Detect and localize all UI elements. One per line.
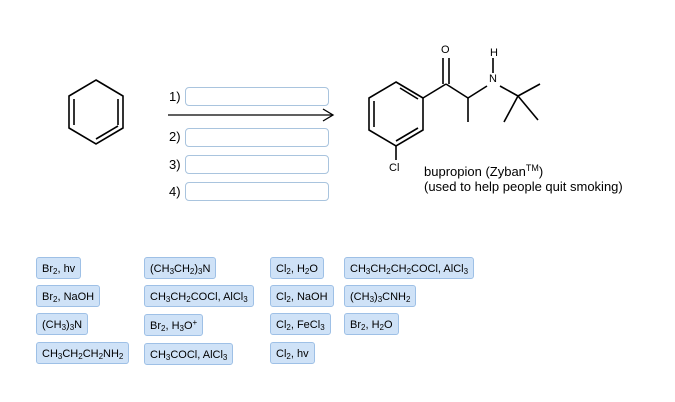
reagent-tile[interactable]: CH3CH2COCl, AlCl3 xyxy=(144,285,254,307)
step-1-answer-box[interactable] xyxy=(185,87,329,106)
atom-label-chlorine: Cl xyxy=(389,162,400,174)
reagent-tile[interactable]: CH3CH2CH2COCl, AlCl3 xyxy=(344,257,475,279)
step-1-number: 1) xyxy=(169,89,181,104)
product-caption: bupropion (ZybanTM) (used to help people… xyxy=(424,163,623,195)
reagent-tile[interactable]: Cl2, H2O xyxy=(270,257,324,279)
reagent-tile[interactable]: Br2, NaOH xyxy=(36,285,101,307)
reagent-tile[interactable]: Cl2, NaOH xyxy=(270,285,334,307)
reaction-arrow xyxy=(168,108,335,122)
reagent-tile[interactable]: CH3COCl, AlCl3 xyxy=(144,343,234,365)
step-2-number: 2) xyxy=(169,129,181,144)
benzene-structure xyxy=(68,79,124,145)
product-note: (used to help people quit smoking) xyxy=(424,179,623,194)
reagent-tile[interactable]: Br2, hv xyxy=(36,257,82,279)
atom-label-hydrogen: H xyxy=(490,47,498,59)
step-2-answer-box[interactable] xyxy=(185,128,329,147)
trademark-symbol: TM xyxy=(525,163,539,173)
bupropion-structure xyxy=(368,58,541,160)
step-4-number: 4) xyxy=(169,184,181,199)
reagent-tile[interactable]: Br2, H3O+ xyxy=(144,314,204,336)
reagent-tile[interactable]: (CH3)3N xyxy=(36,313,89,335)
atom-label-nitrogen: N xyxy=(489,73,497,85)
reagent-tile[interactable]: (CH3)3CNH2 xyxy=(344,285,417,307)
step-3-answer-box[interactable] xyxy=(185,155,329,174)
reagent-tile[interactable]: Cl2, hv xyxy=(270,342,315,364)
atom-label-oxygen: O xyxy=(441,44,450,56)
reagent-tile[interactable]: CH3CH2CH2NH2 xyxy=(36,342,130,364)
reagent-tile[interactable]: Br2, H2O xyxy=(344,313,399,335)
reagent-tile[interactable]: Cl2, FeCl3 xyxy=(270,313,331,335)
reagent-tile[interactable]: (CH3CH2)3N xyxy=(144,257,217,279)
step-4-answer-box[interactable] xyxy=(185,182,329,201)
product-name: bupropion (ZybanTM) xyxy=(424,163,544,180)
step-3-number: 3) xyxy=(169,157,181,172)
